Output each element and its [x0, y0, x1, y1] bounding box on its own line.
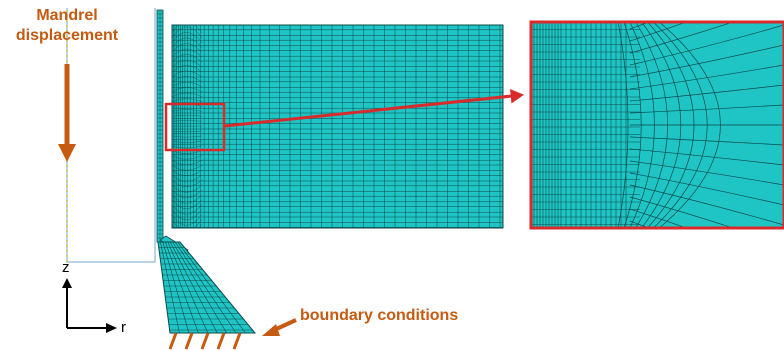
boundary-conditions-label: boundary conditions [300, 307, 459, 324]
coordinate-axes [62, 278, 117, 333]
down-arrow-icon [58, 64, 76, 162]
mandrel-label-line2: displacement [15, 27, 119, 44]
fixed-support-hatch-icon [168, 332, 242, 350]
zoom-selection-box [164, 102, 226, 152]
mandrel-outline [66, 8, 156, 263]
main-mesh [171, 24, 504, 229]
axis-z-label: z [62, 259, 70, 276]
mandrel-label: Mandrel displacement [0, 6, 134, 46]
mandrel-label-line1: Mandrel [36, 7, 98, 24]
axis-r-label: r [121, 319, 126, 336]
zoom-inset [529, 20, 784, 230]
boundary-arrow-icon [262, 318, 297, 336]
right-arrow-icon [224, 89, 524, 128]
tapered-mesh [157, 241, 257, 334]
